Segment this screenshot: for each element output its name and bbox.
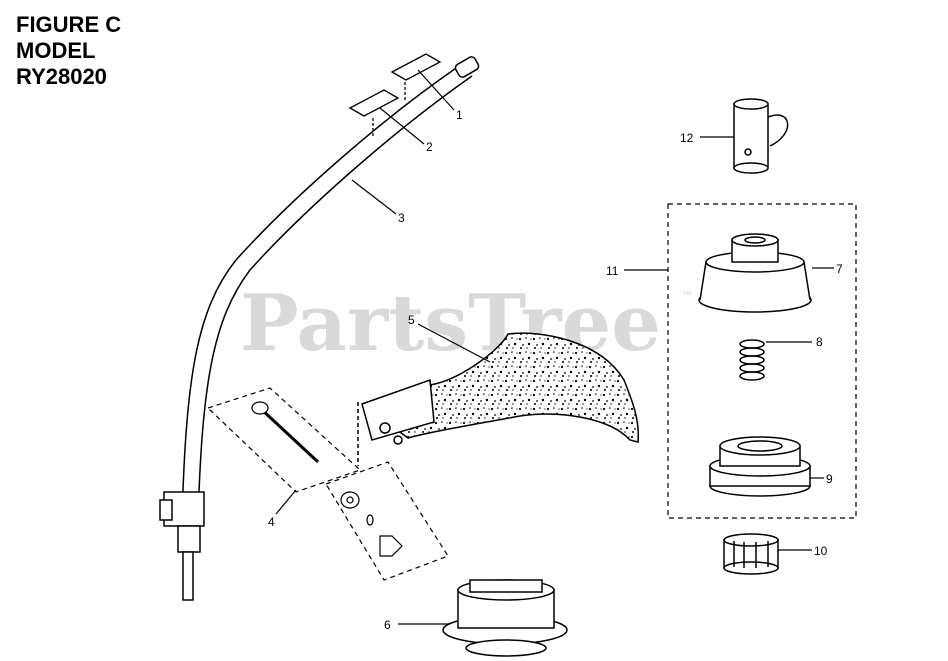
bump-knob-icon [723, 533, 779, 575]
trimmer-head-icon [442, 579, 568, 657]
callout-10: 10 [814, 544, 828, 558]
spool-icon [709, 436, 811, 497]
callout-5: 5 [408, 313, 415, 327]
callout-11: 11 [606, 264, 619, 278]
guard-shield-icon [357, 332, 640, 466]
callout-7: 7 [836, 262, 843, 276]
callout-4: 4 [268, 515, 275, 529]
figure-title-line-2: MODEL [16, 38, 96, 63]
coupler-icon [733, 98, 789, 174]
callout-2: 2 [426, 140, 433, 154]
spring-icon [739, 339, 765, 381]
head-assembly-icon [667, 203, 857, 519]
curved-shaft-icon [159, 56, 480, 601]
callout-6: 6 [384, 618, 391, 632]
hardware-kit-icon [206, 387, 449, 581]
leader-lines [275, 69, 834, 625]
figure-title-line-1: FIGURE C [16, 12, 122, 37]
callout-8: 8 [816, 335, 823, 349]
callout-12: 12 [680, 131, 694, 145]
spool-cover-icon [698, 233, 812, 313]
watermark-trademark: ™ [682, 290, 692, 301]
callout-3: 3 [398, 211, 405, 225]
callout-1: 1 [456, 108, 463, 122]
figure-title-line-3: RY28020 [16, 64, 107, 89]
callout-9: 9 [826, 472, 833, 486]
figure-title: FIGURE C MODEL RY28020 [16, 12, 121, 90]
label-decal-icon [348, 53, 442, 136]
